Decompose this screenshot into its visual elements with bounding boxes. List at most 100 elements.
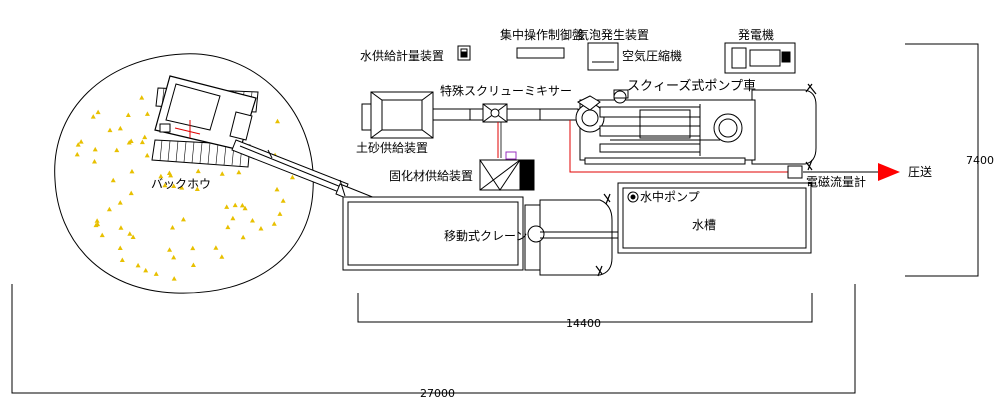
soil-dot	[90, 114, 96, 119]
soil-dot	[258, 225, 264, 231]
soil-dot	[128, 190, 134, 196]
soil-dot	[242, 205, 248, 211]
soil-dots	[74, 95, 295, 281]
soil-dot	[117, 200, 123, 205]
soil-dot	[129, 168, 135, 174]
submersible-pump-device	[627, 191, 639, 203]
soil-dot	[139, 139, 145, 145]
soil-dot	[125, 112, 131, 118]
soil-dot	[171, 183, 177, 188]
soil-dot	[92, 146, 98, 152]
labels: 水供給計量装置 集中操作制御盤 気泡発生装置 空気圧縮機 発電機 特殊スクリュー…	[151, 27, 994, 400]
soil-dot	[280, 198, 286, 203]
soil-dot	[195, 168, 201, 174]
soil-dot	[139, 95, 145, 100]
soil-dot	[219, 171, 225, 176]
soil-dot	[225, 224, 231, 230]
soil-dot	[130, 234, 136, 240]
soil-dot	[78, 139, 84, 144]
dimension-total-width: 27000	[420, 387, 455, 400]
soil-feeder	[361, 91, 434, 139]
soil-dot	[171, 276, 177, 281]
soil-dot	[92, 159, 98, 164]
soil-dot	[117, 125, 123, 131]
soil-dot	[162, 182, 168, 188]
soil-dot	[144, 111, 150, 116]
label-submersible-pump: 水中ポンプ	[640, 189, 700, 204]
central-control-panel	[516, 47, 565, 59]
flowmeter	[787, 165, 803, 179]
label-water-meter: 水供給計量装置	[360, 48, 444, 63]
label-water-tank: 水槽	[692, 218, 716, 232]
soil-dot	[180, 216, 186, 222]
label-foam-generator: 気泡発生装置	[577, 27, 649, 42]
soil-dot	[219, 254, 225, 259]
soil-dot	[118, 225, 124, 230]
soil-dot	[128, 138, 134, 143]
soil-dot	[127, 231, 133, 236]
label-soil-feeder: 土砂供給装置	[356, 141, 428, 155]
label-generator: 発電機	[738, 27, 774, 42]
soil-dot	[277, 211, 283, 216]
soil-dot	[194, 186, 200, 192]
soil-dot	[239, 202, 245, 208]
delivery-pipe	[569, 120, 880, 173]
soil-dot	[107, 127, 113, 133]
soil-dot	[240, 234, 246, 240]
label-air-compressor: 空気圧縮機	[622, 48, 682, 63]
soil-dot	[95, 109, 101, 115]
soil-dot	[168, 172, 174, 178]
squeeze-pump-truck	[575, 83, 817, 171]
soil-dot	[135, 262, 141, 268]
soil-dot	[190, 262, 196, 267]
water-tank	[617, 182, 812, 254]
soil-dot	[274, 186, 280, 192]
soil-dot	[271, 221, 277, 226]
soil-dot	[144, 152, 150, 158]
label-central-panel: 集中操作制御盤	[500, 27, 584, 42]
soil-dot	[95, 221, 101, 227]
label-solidifier-feeder: 固化材供給装置	[389, 169, 473, 183]
label-special-mixer: 特殊スクリューミキサー	[440, 83, 572, 98]
label-mobile-crane: 移動式クレーン	[444, 229, 527, 243]
water-meter-device	[457, 45, 471, 61]
soil-dot	[232, 202, 238, 208]
soil-dot	[119, 257, 125, 263]
soil-dot	[94, 218, 100, 223]
soil-dot	[179, 185, 185, 190]
soil-dot	[158, 173, 164, 179]
soil-dot	[167, 247, 173, 252]
soil-dot	[230, 215, 236, 221]
label-backhoe: バックホウ	[151, 177, 211, 191]
soil-dot	[166, 170, 172, 176]
soil-dot	[213, 245, 219, 250]
label-delivery: 圧送	[908, 164, 932, 179]
solidifier-feeder	[479, 151, 535, 191]
label-flowmeter: 電磁流量計	[806, 174, 866, 189]
mobile-crane	[342, 193, 636, 277]
soil-dot	[224, 204, 230, 209]
soil-dot	[110, 177, 116, 183]
soil-dot	[114, 147, 120, 153]
soil-dot	[106, 206, 112, 212]
dimension-height: 7400	[966, 154, 994, 167]
soil-dot	[170, 225, 176, 230]
soil-dot	[142, 134, 148, 140]
soil-dot	[117, 245, 123, 251]
dimension-lines	[11, 43, 979, 394]
soil-dot	[74, 151, 80, 157]
dimension-mid-width: 14400	[566, 317, 601, 330]
soil-dot	[275, 118, 281, 124]
special-screw-mixer	[482, 103, 508, 123]
soil-dot	[236, 169, 242, 175]
delivery-arrow	[878, 163, 900, 181]
generator-unit	[724, 42, 796, 74]
soil-dot	[249, 218, 255, 223]
foam-generator	[587, 42, 619, 71]
soil-dot	[289, 174, 295, 180]
soil-dot	[171, 254, 177, 260]
soil-dot	[190, 245, 196, 251]
soil-dot	[99, 232, 105, 238]
